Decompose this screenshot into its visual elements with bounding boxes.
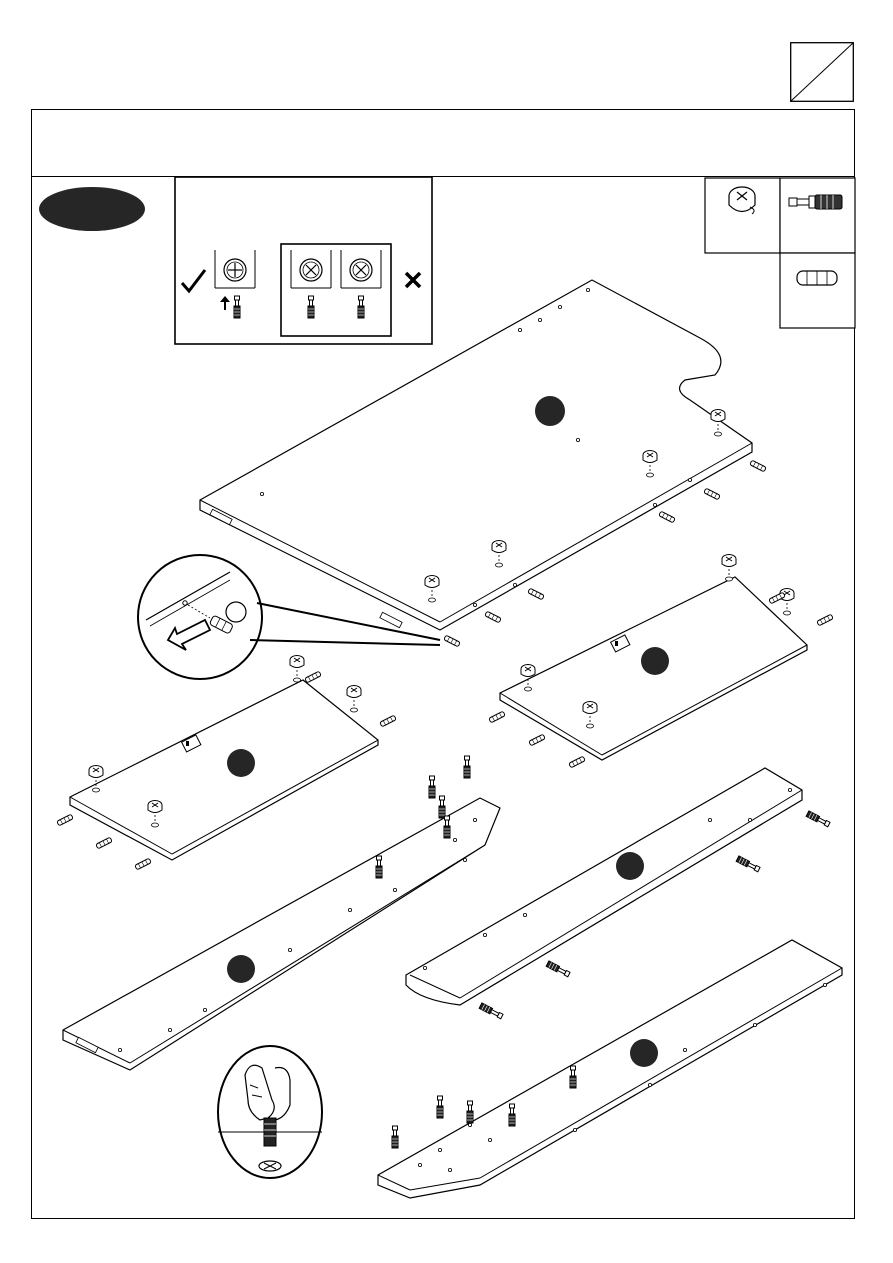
orientation-callout	[175, 177, 432, 344]
hardware-legend	[705, 178, 855, 328]
panel-marker-base-rail	[630, 1039, 658, 1067]
panel-marker-front-rail	[227, 955, 255, 983]
panel-marker-side-right	[641, 647, 669, 675]
hand-detail-callout	[218, 1046, 322, 1178]
panel-marker-top	[535, 396, 565, 426]
panel-marker-side-left	[227, 749, 255, 777]
panel-marker-back-rail	[616, 852, 644, 880]
wooden-dowel-icon	[797, 271, 837, 285]
left-side-panel	[57, 656, 397, 870]
right-side-panel	[489, 555, 834, 768]
